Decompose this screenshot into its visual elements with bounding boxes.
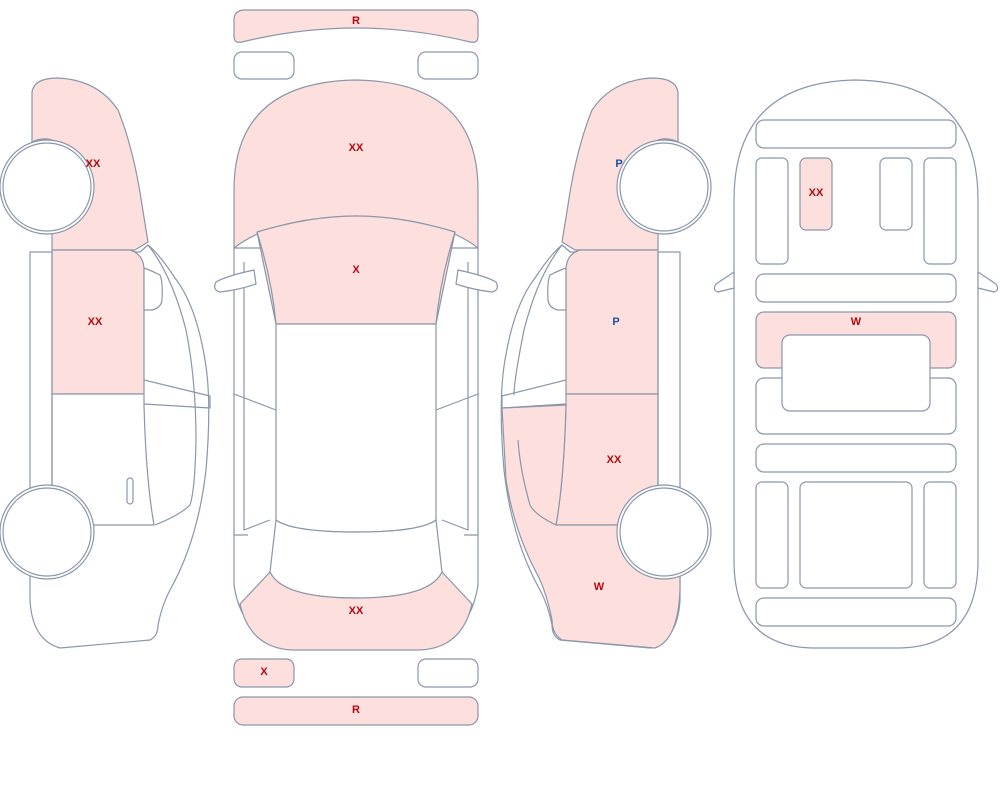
left-window-line	[147, 244, 197, 526]
left-mirror[interactable]	[143, 267, 163, 311]
underbody-left-mirror[interactable]	[713, 271, 735, 293]
top-right-mirror[interactable]	[455, 269, 498, 293]
rear-window[interactable]	[269, 519, 443, 599]
underbody-front-panel[interactable]	[755, 119, 957, 149]
underbody-rear-panel[interactable]	[755, 597, 957, 627]
mark-right-rear-quarter: W	[594, 581, 605, 593]
right-pillar-line	[501, 379, 567, 409]
mark-right-rear-door: XX	[607, 454, 622, 466]
mark-windshield: X	[352, 264, 360, 276]
left-side-view	[0, 77, 211, 649]
underbody-tank[interactable]	[781, 334, 931, 412]
mark-right-front-fender: P	[615, 158, 622, 170]
left-front-door[interactable]	[51, 249, 145, 395]
rear-left-lamp[interactable]	[233, 658, 295, 688]
top-left-door-line	[233, 231, 277, 536]
rear-right-lamp-top[interactable]	[417, 51, 479, 80]
right-rear-wheel[interactable]	[619, 487, 709, 577]
underbody-front-crossmember[interactable]	[755, 273, 957, 303]
left-front-wheel[interactable]	[2, 142, 92, 232]
right-rear-quarter[interactable]	[501, 404, 681, 649]
underbody-rear-crossmember[interactable]	[755, 443, 957, 473]
underbody-right-rail-rear[interactable]	[923, 481, 957, 589]
front-bumper-bottom[interactable]	[233, 696, 479, 726]
rear-right-lamp[interactable]	[417, 658, 479, 688]
right-front-wheel[interactable]	[619, 142, 709, 232]
mark-trunk-lid: XX	[349, 605, 364, 617]
underbody-right-rail-front[interactable]	[923, 157, 957, 265]
left-pillar-line	[143, 379, 211, 409]
mark-left-front-door: XX	[88, 316, 103, 328]
roof[interactable]	[275, 323, 437, 533]
mark-rear-bumper-top: R	[352, 15, 360, 27]
mark-underbody-part: XX	[809, 187, 824, 199]
left-rear-wheel[interactable]	[2, 487, 92, 577]
top-right-door-line	[435, 231, 479, 536]
mark-rear-left-lamp: X	[260, 666, 268, 678]
mark-front-bumper-bottom: R	[352, 704, 360, 716]
rear-left-lamp-top[interactable]	[233, 51, 295, 80]
top-left-mirror[interactable]	[214, 269, 257, 293]
underbody-right-mirror[interactable]	[977, 271, 999, 293]
underbody-left-rail-front[interactable]	[755, 157, 789, 265]
top-view	[214, 9, 498, 726]
windshield[interactable]	[256, 215, 456, 325]
underbody-center-part[interactable]	[879, 157, 913, 231]
underbody-part[interactable]	[799, 157, 833, 231]
mark-left-front-fender: XX	[86, 158, 101, 170]
right-front-door[interactable]	[565, 249, 659, 395]
right-side-view	[500, 77, 712, 649]
underbody-left-rail-rear[interactable]	[755, 481, 789, 589]
mark-right-front-door: P	[612, 316, 619, 328]
left-door-handle[interactable]	[126, 477, 134, 505]
underbody-view	[713, 79, 999, 649]
mark-underbody-crossmember: W	[851, 316, 862, 328]
trunk-lid[interactable]	[239, 571, 473, 651]
right-window-line	[513, 244, 563, 526]
rear-bumper-top[interactable]	[233, 9, 479, 43]
damage-labels: R XX X XX X R XX XX P P XX W XX W	[86, 15, 862, 716]
underbody-rear-floor[interactable]	[799, 481, 913, 589]
mark-hood: XX	[349, 142, 364, 154]
right-mirror[interactable]	[547, 267, 567, 311]
